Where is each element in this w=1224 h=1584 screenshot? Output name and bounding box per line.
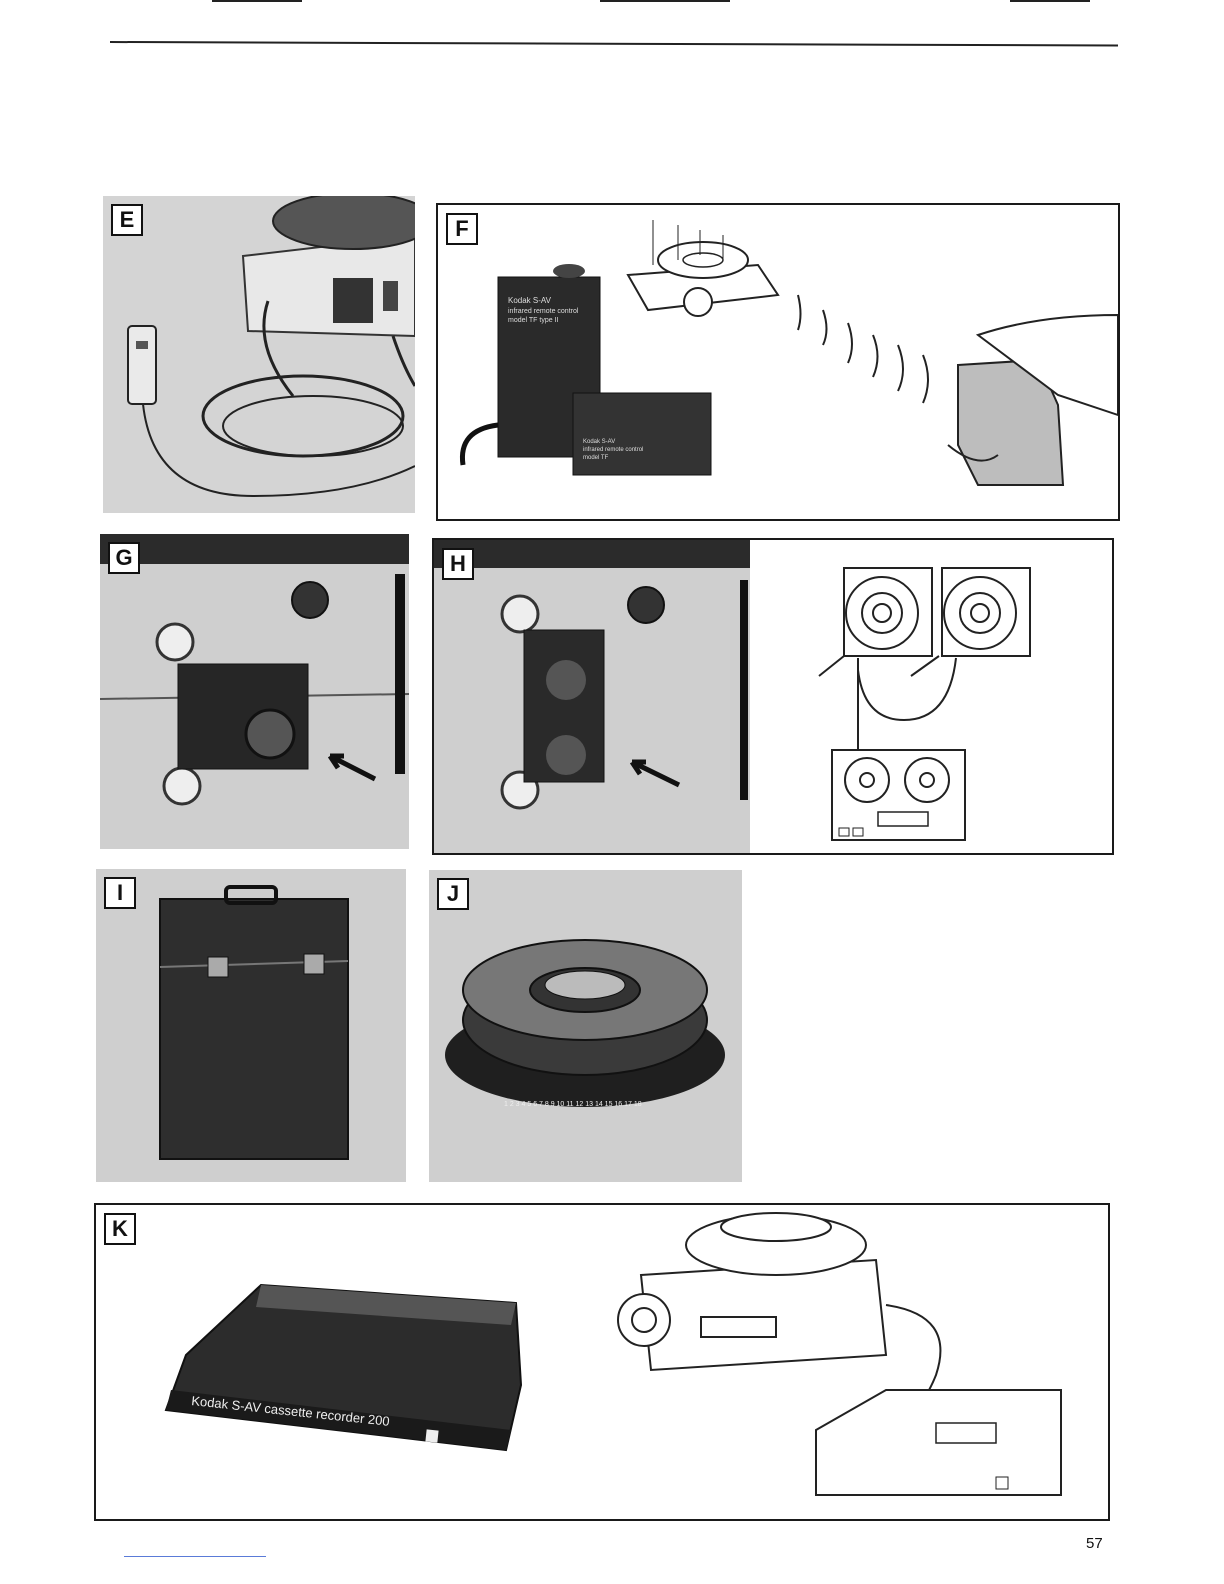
figure-g: G [100,534,409,849]
figure-f-illustration: Kodak S-AV infrared remote control model… [438,205,1118,519]
figure-f: F Kodak S-AV infrared remote control mod… [436,203,1120,521]
box-large-line-1: Kodak S-AV [508,296,552,305]
box-small-line-1: Kodak S-AV [583,439,615,445]
page-number: 57 [1086,1535,1103,1552]
top-edge-rule-left [212,0,302,2]
figure-j-illustration: 1 2 3 4 5 6 7 8 9 10 11 12 13 14 15 16 1… [429,870,742,1182]
box-large-line-3: model TF type II [508,317,559,324]
figure-j-label: J [437,878,469,910]
figure-h-label: H [442,548,474,580]
figure-h: H [432,538,1114,855]
figure-e-illustration [103,196,415,513]
figure-k: K Kodak S-AV cassette recorder 200 [94,1203,1110,1521]
figure-i: I [96,869,406,1182]
top-edge-rule-right [1010,0,1090,2]
figure-e: E [103,196,415,513]
bottom-blue-rule [124,1556,266,1557]
header-rule [110,41,1118,47]
figure-k-label: K [104,1213,136,1245]
figure-k-illustration: Kodak S-AV cassette recorder 200 [96,1205,1108,1519]
figure-i-illustration [96,869,406,1182]
figure-g-illustration [100,534,409,849]
top-edge-rule-mid [600,0,730,2]
figure-i-label: I [104,877,136,909]
box-small-line-2: infrared remote control [583,447,643,453]
figure-f-label: F [446,213,478,245]
figure-h-illustration [434,540,1112,853]
tray-numbers: 1 2 3 4 5 6 7 8 9 10 11 12 13 14 15 16 1… [504,1101,642,1108]
box-small-line-3: model TF [583,455,609,461]
box-large-line-2: infrared remote control [508,308,579,315]
figure-e-label: E [111,204,143,236]
figure-g-label: G [108,542,140,574]
figure-j: J 1 2 3 4 5 6 7 8 9 10 11 12 13 14 15 16… [429,870,742,1182]
